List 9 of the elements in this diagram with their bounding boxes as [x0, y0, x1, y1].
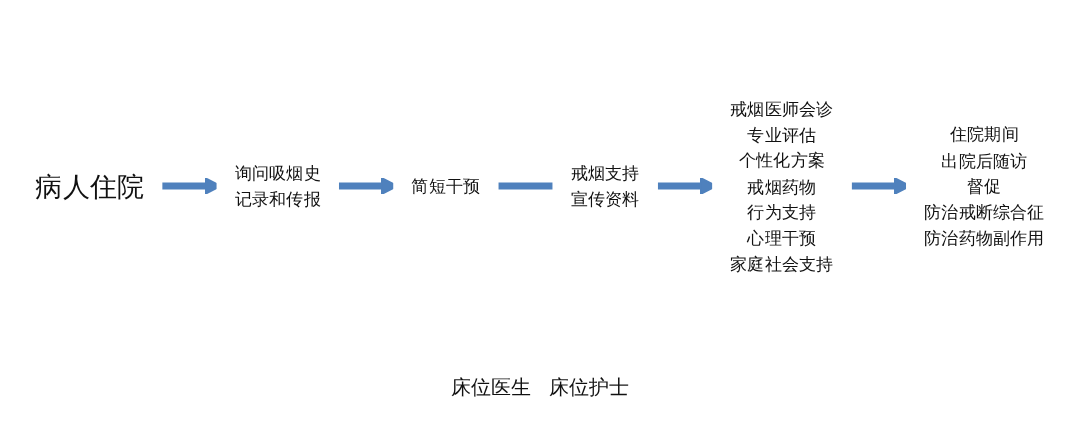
node-text: 戒烟医师会诊 专业评估 个性化方案 戒烟药物 行为支持 心理干预 家庭社会支持	[730, 98, 834, 274]
note-text: 床位医生	[451, 374, 531, 401]
note-text: 床位护士	[549, 374, 629, 401]
node-text: 住院期间 出院后随访 督促 防治戒断综合征 防治药物副作用	[924, 124, 1045, 248]
connector	[498, 182, 553, 190]
node-text: 病人住院	[35, 170, 145, 202]
node-text: 戒烟支持 宣传资料	[570, 162, 640, 209]
node-text: 询问吸烟史 记录和传报	[234, 162, 321, 209]
node-text: 简短干预	[411, 175, 481, 196]
